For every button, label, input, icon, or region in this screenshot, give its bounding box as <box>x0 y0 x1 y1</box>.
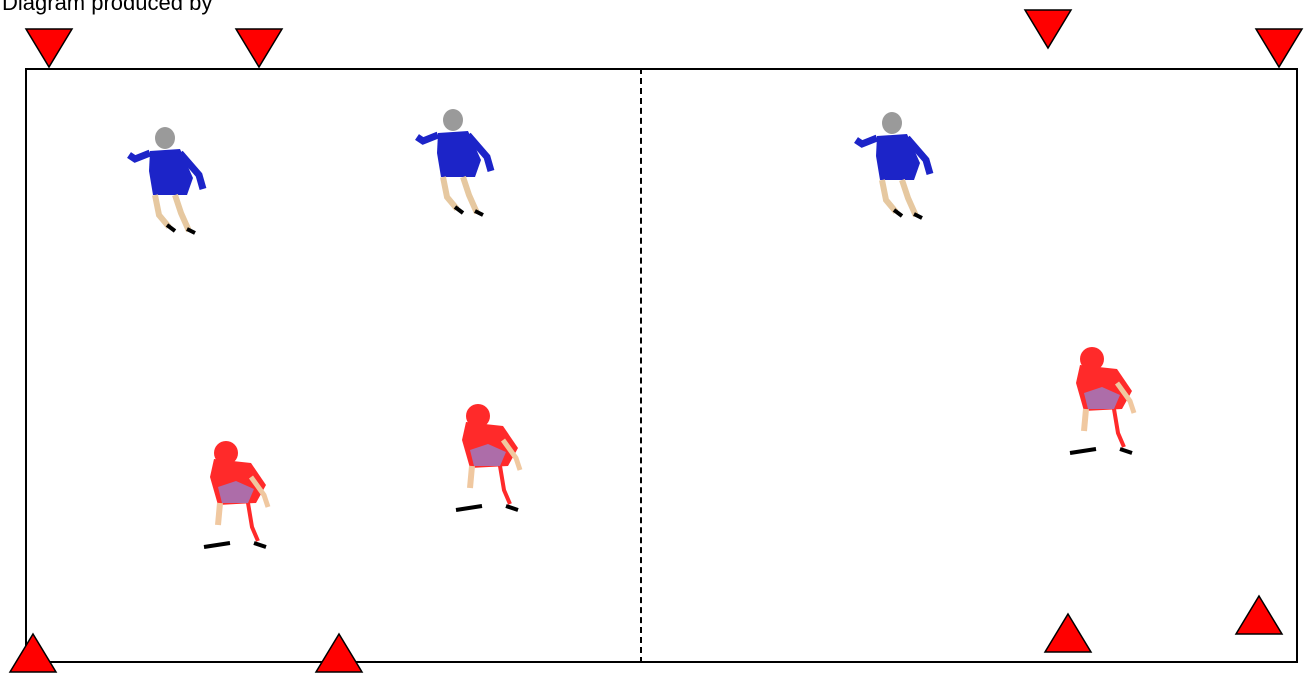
cone-down-icon <box>1254 27 1304 69</box>
red-player-icon <box>448 400 538 520</box>
cone-up-icon <box>314 632 364 674</box>
red-player-icon <box>196 437 286 557</box>
cone-down-icon <box>1023 8 1073 50</box>
halfway-line <box>640 68 642 663</box>
diagram-caption: Diagram produced by <box>2 0 212 16</box>
cone-down-icon <box>24 27 74 69</box>
blue-player-icon <box>125 123 215 243</box>
blue-player-icon <box>852 108 942 228</box>
cone-up-icon <box>1234 594 1284 636</box>
cone-down-icon <box>234 27 284 69</box>
red-player-icon <box>1062 343 1152 463</box>
blue-player-icon <box>413 105 503 225</box>
cone-up-icon <box>1043 612 1093 654</box>
cone-up-icon <box>8 632 58 674</box>
